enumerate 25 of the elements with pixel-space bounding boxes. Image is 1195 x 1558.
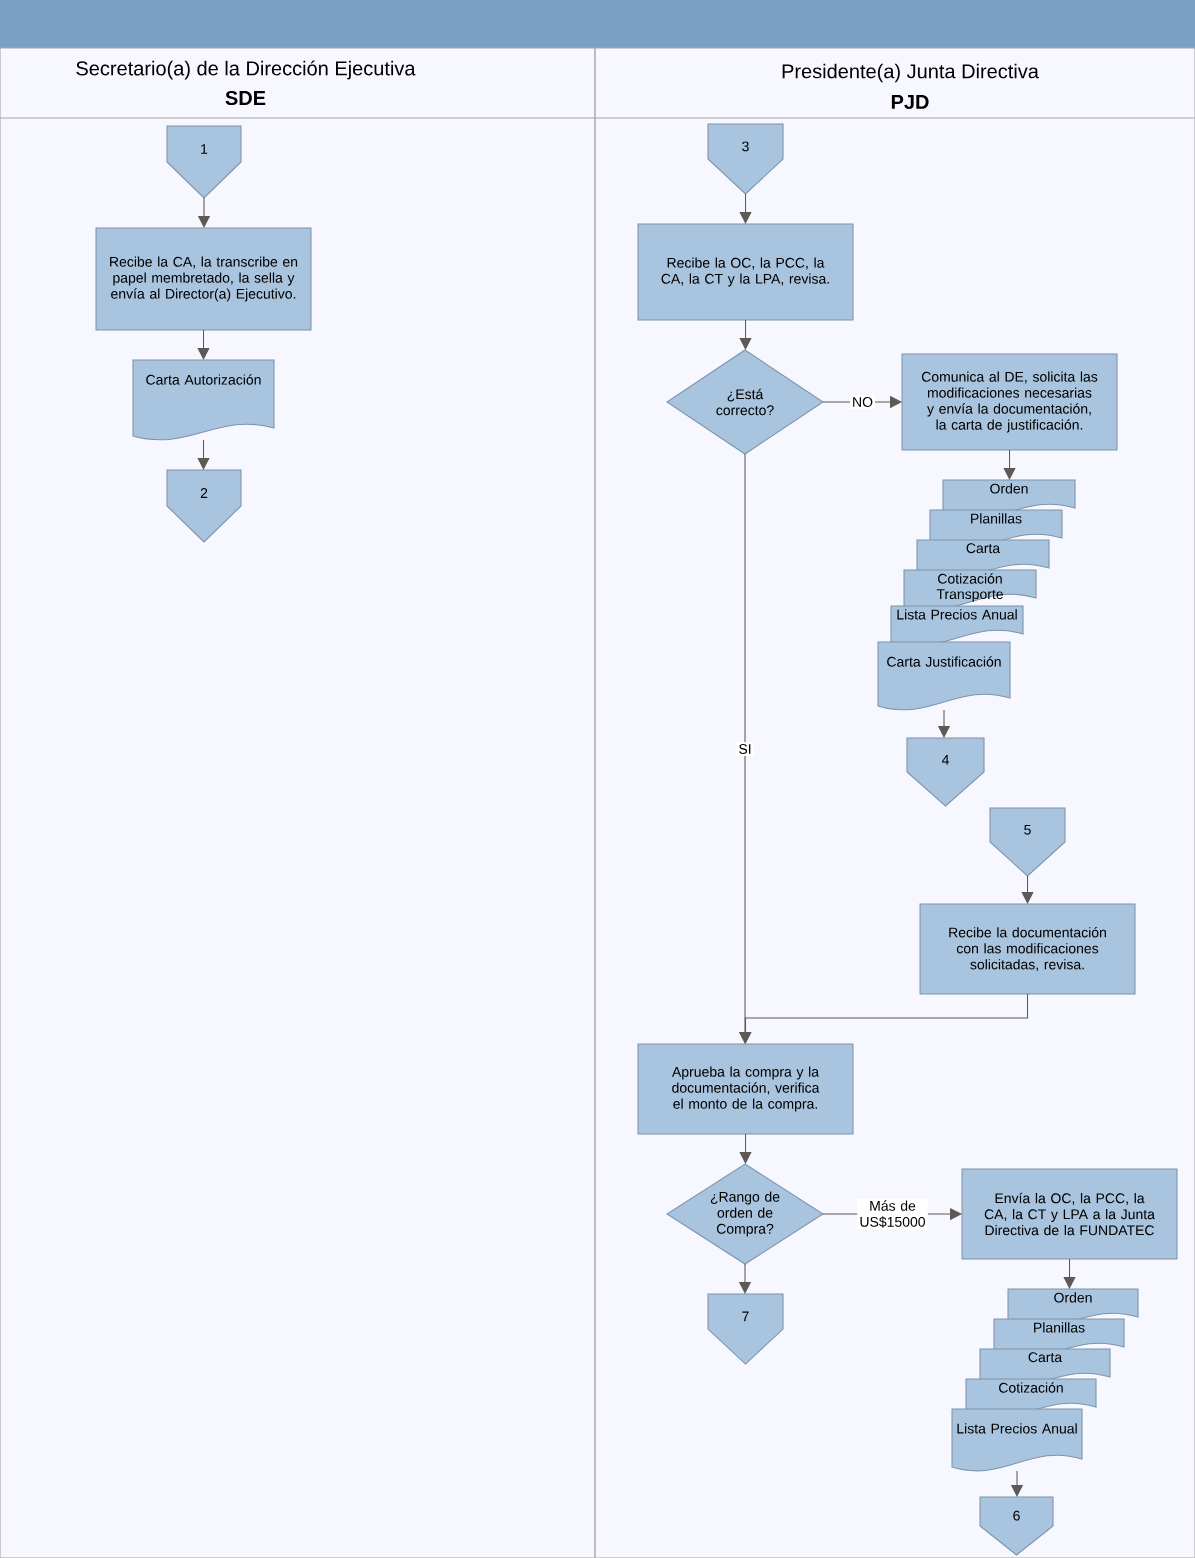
process-box: Recibe la CA, la transcribe en papel membretado, la sella y envía al Director(a) Ejecutivo. [95, 227, 312, 331]
edge-label: SI [736, 742, 754, 756]
arrow [739, 993, 1029, 1044]
off-page-connector: 6 [979, 1496, 1054, 1556]
arrow [739, 193, 752, 224]
off-page-connector: 7 [707, 1293, 784, 1365]
process-box: Aprueba la compra y la documentación, verifica el monto de la compra. [637, 1043, 854, 1135]
process-box: Envía la OC, la PCC, la CA, la CT y LPA a la Junta Directiva de la FUNDATEC [961, 1168, 1178, 1260]
off-page-connector: 4 [906, 737, 985, 807]
edge-label: NO [850, 395, 875, 409]
off-page-connector: 5 [989, 807, 1066, 877]
arrow [739, 1133, 752, 1164]
arrow [1021, 875, 1034, 904]
process-box: Comunica al DE, solicita las modificaciones necesarias y envía la documentación, la carta de justificación. [901, 353, 1118, 451]
edge-label: Más de US$15000 [857, 1198, 928, 1230]
off-page-connector: 1 [166, 125, 242, 199]
arrow [197, 329, 210, 360]
arrow [197, 439, 210, 470]
process-box: Recibe la documentación con las modificaciones solicitadas, revisa. [919, 903, 1136, 995]
arrow [1063, 1258, 1076, 1289]
off-page-connector: 2 [166, 469, 242, 543]
arrow [1003, 449, 1016, 480]
process-box: Recibe la OC, la PCC, la CA, la CT y la LPA, revisa. [637, 223, 854, 321]
off-page-connector: 3 [707, 123, 784, 195]
arrow [739, 319, 752, 350]
